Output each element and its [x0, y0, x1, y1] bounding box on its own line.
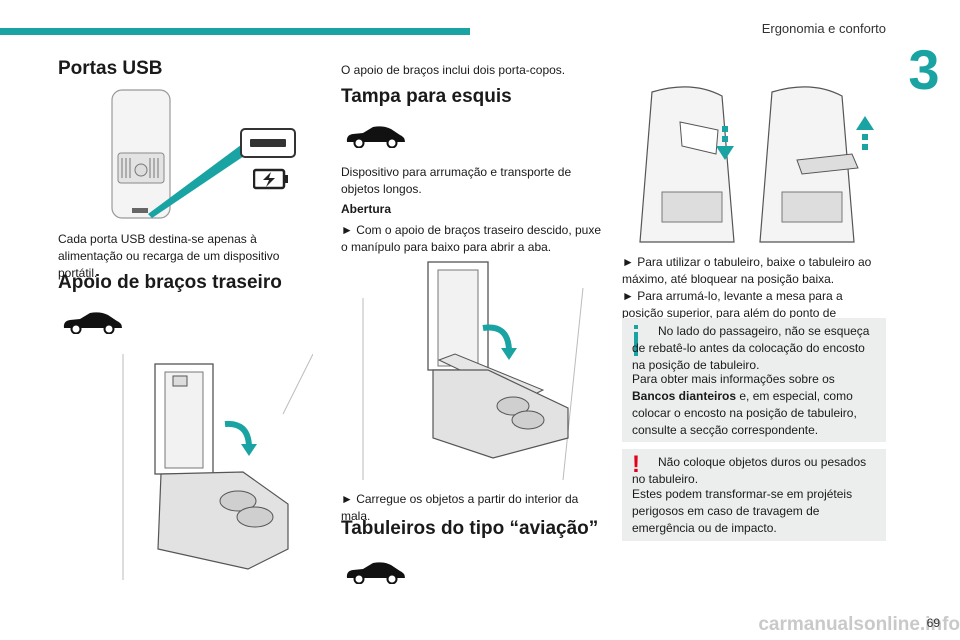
load-step: ► Carregue os objetos a partir do interi…: [341, 492, 579, 523]
usb-text: Cada porta USB destina-se apenas à alime…: [58, 232, 280, 280]
chapter-number: 3: [908, 38, 940, 101]
ski-title: Tampa para esquis: [341, 86, 512, 107]
usb-title: Portas USB: [58, 58, 163, 79]
info-text-2: Para obter mais informações sobre os Ban…: [632, 372, 857, 437]
ski-hatch-illustration: [343, 258, 599, 480]
armrest-text: O apoio de braços inclui dois porta-copo…: [341, 63, 566, 77]
ski-text: Dispositivo para arrumação e transporte …: [341, 165, 572, 196]
chapter-title: Ergonomia e conforto: [761, 21, 886, 36]
tray-illustration: [622, 82, 890, 247]
usb-port-icon: [240, 128, 296, 158]
usb-illustration: [110, 88, 310, 223]
car-suv-icon: [60, 310, 124, 334]
warning-text-1: Não coloque objetos duros ou pesados no …: [632, 455, 867, 486]
info-box: No lado do passageiro, não se esqueça de…: [622, 318, 886, 442]
header-accent-bar: [0, 28, 470, 35]
armrest-illustration: [113, 354, 313, 580]
opening-label: Abertura: [341, 202, 392, 216]
battery-charge-icon: [253, 168, 289, 190]
warning-icon: !: [632, 451, 640, 478]
tray-title: Tabuleiros do tipo “aviação”: [341, 518, 599, 539]
armrest-title: Apoio de braços traseiro: [58, 272, 282, 293]
warning-text-2: Estes podem transformar-se em projéteis …: [632, 487, 853, 535]
info-text-1: No lado do passageiro, não se esqueça de…: [632, 324, 870, 372]
car-suv-icon: [343, 560, 407, 584]
info-icon: [634, 325, 638, 356]
page-number: 69: [926, 616, 940, 630]
warning-box: ! Não coloque objetos duros ou pesados n…: [622, 449, 886, 541]
opening-step: ► Com o apoio de braços traseiro descido…: [341, 223, 602, 254]
watermark: carmanualsonline.info: [758, 614, 960, 635]
tray-step-1: ► Para utilizar o tabuleiro, baixe o tab…: [622, 255, 872, 286]
car-suv-icon: [343, 124, 407, 148]
